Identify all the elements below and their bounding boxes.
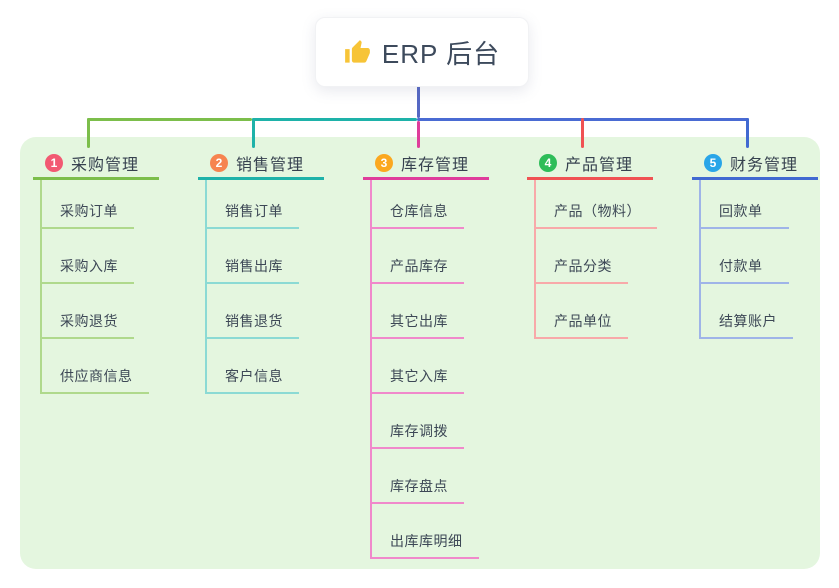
- child-node[interactable]: 销售订单: [207, 180, 299, 229]
- trunk-line-middle: [252, 118, 417, 121]
- child-node[interactable]: 销售退货: [207, 284, 299, 339]
- branch-title-product[interactable]: 4 产品管理: [527, 148, 653, 180]
- child-node[interactable]: 产品单位: [536, 284, 628, 339]
- child-node[interactable]: 产品（物料）: [536, 180, 657, 229]
- branch-number-badge: 5: [704, 153, 722, 172]
- branch-number-badge: 2: [210, 153, 228, 172]
- branch-inventory: 3 库存管理 仓库信息 产品库存 其它出库 其它入库 库存调拨 库存盘点 出库库…: [363, 148, 489, 559]
- branch-purchase: 1 采购管理 采购订单 采购入库 采购退货 供应商信息: [33, 148, 159, 394]
- branch-drop-line: [581, 118, 584, 148]
- child-node[interactable]: 产品分类: [536, 229, 628, 284]
- branch-drop-line: [252, 118, 255, 148]
- thumbs-up-icon: [345, 39, 370, 63]
- branch-label: 采购管理: [71, 156, 140, 174]
- branch-drop-line: [417, 121, 420, 148]
- branch-children: 销售订单 销售出库 销售退货 客户信息: [205, 180, 299, 394]
- branch-title-inventory[interactable]: 3 库存管理: [363, 148, 489, 180]
- branch-number-badge: 3: [375, 153, 393, 172]
- child-node[interactable]: 其它出库: [372, 284, 464, 339]
- child-node[interactable]: 仓库信息: [372, 180, 464, 229]
- branch-label: 产品管理: [565, 156, 634, 174]
- child-node[interactable]: 库存调拨: [372, 394, 464, 449]
- child-node[interactable]: 库存盘点: [372, 449, 464, 504]
- branch-drop-line: [87, 118, 90, 148]
- branch-number-badge: 1: [45, 153, 63, 172]
- branch-children: 仓库信息 产品库存 其它出库 其它入库 库存调拨 库存盘点 出库库明细: [370, 180, 479, 559]
- branch-product: 4 产品管理 产品（物料） 产品分类 产品单位: [527, 148, 657, 339]
- branches-background-panel: [20, 137, 820, 569]
- branch-label: 销售管理: [236, 156, 305, 174]
- branch-sales: 2 销售管理 销售订单 销售出库 销售退货 客户信息: [198, 148, 324, 394]
- child-node[interactable]: 结算账户: [701, 284, 793, 339]
- child-node[interactable]: 销售出库: [207, 229, 299, 284]
- branch-children: 回款单 付款单 结算账户: [699, 180, 793, 339]
- child-node[interactable]: 出库库明细: [372, 504, 479, 559]
- root-connector-line: [417, 84, 420, 118]
- branch-label: 财务管理: [730, 156, 799, 174]
- child-node[interactable]: 采购订单: [42, 180, 134, 229]
- branch-drop-line: [746, 118, 749, 148]
- child-node[interactable]: 其它入库: [372, 339, 464, 394]
- child-node[interactable]: 采购入库: [42, 229, 134, 284]
- branch-finance: 5 财务管理 回款单 付款单 结算账户: [692, 148, 818, 339]
- child-node[interactable]: 供应商信息: [42, 339, 149, 394]
- branch-title-finance[interactable]: 5 财务管理: [692, 148, 818, 180]
- child-node[interactable]: 回款单: [701, 180, 789, 229]
- branch-children: 采购订单 采购入库 采购退货 供应商信息: [40, 180, 149, 394]
- child-node[interactable]: 付款单: [701, 229, 789, 284]
- branch-label: 库存管理: [401, 156, 470, 174]
- branch-title-purchase[interactable]: 1 采购管理: [33, 148, 159, 180]
- branch-title-sales[interactable]: 2 销售管理: [198, 148, 324, 180]
- branch-number-badge: 4: [539, 153, 557, 172]
- branch-children: 产品（物料） 产品分类 产品单位: [534, 180, 657, 339]
- trunk-line-left: [87, 118, 252, 121]
- child-node[interactable]: 客户信息: [207, 339, 299, 394]
- child-node[interactable]: 采购退货: [42, 284, 134, 339]
- root-node-label: ERP 后台: [381, 38, 501, 69]
- root-node-erp[interactable]: ERP 后台: [315, 17, 529, 87]
- child-node[interactable]: 产品库存: [372, 229, 464, 284]
